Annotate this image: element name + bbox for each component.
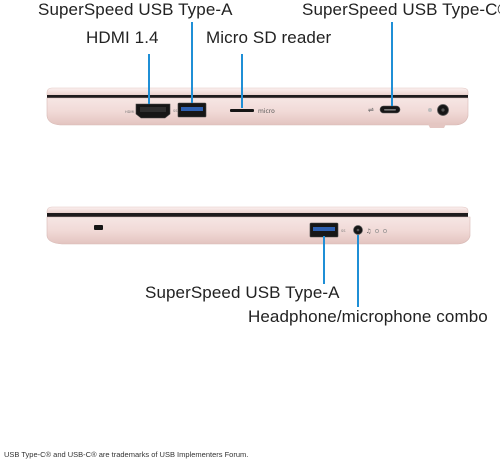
laptop-left-side: HDMI SS micro ⇌	[46, 87, 469, 128]
svg-text:HDMI: HDMI	[125, 110, 134, 114]
svg-text:⇌: ⇌	[368, 106, 374, 114]
label-hdmi: HDMI 1.4	[86, 28, 159, 47]
label-micro-sd: Micro SD reader	[206, 28, 332, 47]
label-usb-c: SuperSpeed USB Type-C®	[302, 0, 500, 19]
trademark-footnote: USB Type-C® and USB-C® are trademarks of…	[4, 450, 249, 459]
callout-lines-bottom	[323, 235, 359, 307]
label-usb-a-top: SuperSpeed USB Type-A	[38, 0, 233, 19]
svg-text:♫: ♫	[366, 228, 371, 235]
micro-sd-slot	[230, 109, 254, 112]
callout-lines-top	[148, 22, 393, 108]
label-headphone: Headphone/microphone combo	[248, 307, 488, 326]
svg-text:micro: micro	[258, 108, 275, 115]
svg-text:SS: SS	[173, 109, 178, 113]
lock-slot	[94, 225, 103, 230]
laptop-right-side: SS ♫	[46, 206, 471, 245]
svg-text:SS: SS	[341, 229, 346, 233]
label-usb-a-bottom: SuperSpeed USB Type-A	[145, 283, 340, 302]
